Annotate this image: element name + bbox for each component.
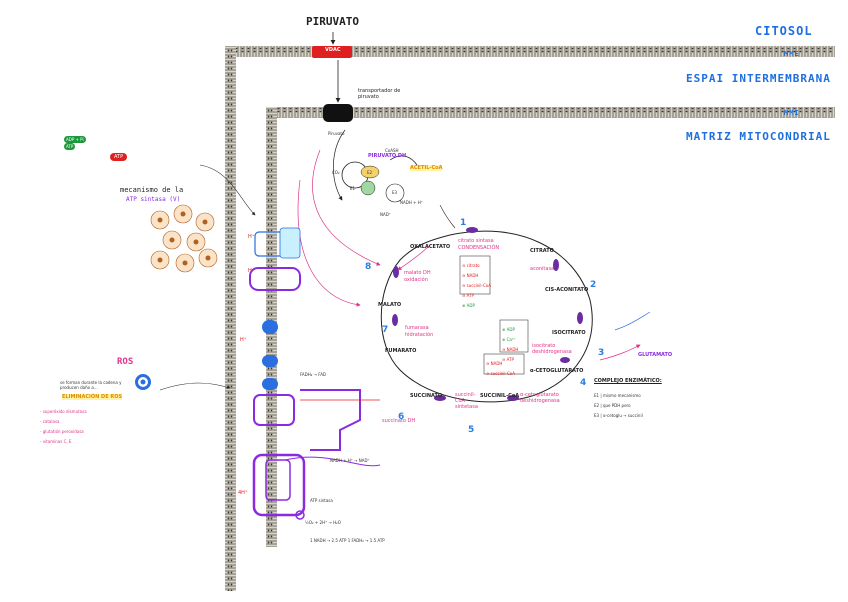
reg-item: ⊖ succinil-CoA: [486, 371, 515, 376]
complejo-line: E3 | α-cetoglu → succinil: [594, 413, 643, 418]
reg-item: ⊖ ATP: [502, 357, 514, 362]
step-2: 2: [590, 280, 597, 290]
isocitrate-dh-label: isocitrato deshidrogenasa: [532, 343, 572, 355]
mechanism-subtitle: ATP sintasa (V): [126, 196, 181, 203]
inner-membrane-horizontal: [266, 107, 835, 118]
ros-elimination-title: ELIMINACIÓN DE ROS: [62, 394, 123, 400]
reg-item: ⊖ succinil-CoA: [462, 283, 491, 288]
reg-item: ⊖ ATP: [462, 293, 474, 298]
transporter-label: transportador de piruvato: [358, 88, 401, 100]
isocitrate-label: ISOCITRATO: [552, 330, 586, 336]
h-plus-label-1: H⁺: [248, 234, 255, 240]
a-ketoglutarate-label: α-CETOGLUTARATO: [530, 368, 584, 374]
pyruvate-transporter: [323, 104, 353, 122]
ros-note: se forman durante la cadena y producen d…: [60, 380, 122, 390]
complejo-title: COMPLEJO ENZIMÁTICO:: [594, 378, 662, 384]
reg-item: ⊕ ADP: [462, 303, 475, 308]
atp-synthase-label: ATP sintasa: [310, 498, 333, 503]
hydration-label: hidratación: [405, 332, 434, 338]
outer-membrane-horizontal: [225, 46, 835, 57]
citrate-synthase-label: citrato sintasa: [458, 238, 494, 244]
condensation-label: CONDENSACIÓN: [458, 245, 500, 251]
pyruvate-title: PIRUVATO: [306, 15, 359, 28]
badge-adp: ADP + Pi: [64, 136, 86, 143]
o2-h2o-label: ½O₂ + 2H⁺ → H₂O: [305, 520, 341, 525]
co2-label: CO₂: [332, 170, 340, 175]
coash-label: CoASH: [385, 148, 399, 153]
step-6: 6: [398, 412, 405, 422]
nad-pdh-label: NAD⁺: [380, 212, 391, 217]
step-8: 8: [365, 262, 372, 272]
mme-tag: MME: [784, 50, 800, 58]
regulation-box-2: ⊕ ADP ⊕ Ca²⁺ ⊖ NADH ⊖ ATP: [502, 322, 518, 367]
malate-label: MALATO: [378, 302, 402, 308]
krebs-cycle-ring: [380, 230, 593, 403]
citrate-label: CITRATO: [530, 248, 554, 254]
atp-total-note: 1 NADH → 2.5 ATP 1 FADH₂ → 1.5 ATP: [310, 538, 385, 543]
malate-dh-label: malato DH: [404, 270, 431, 276]
nadh-pdh-label: NADH + H⁺: [400, 200, 423, 205]
glutamate-label: GLUTAMATO: [638, 352, 673, 358]
reg-item: ⊖ citrato: [462, 263, 480, 268]
pyruvate-matrix-label: Piruvato: [328, 131, 345, 136]
complex-I: [254, 227, 301, 259]
ros-item: - glutatión peroxidasa: [40, 429, 84, 434]
fumarase-label: fumarasa: [405, 325, 429, 331]
four-h-label: 4H⁺: [238, 490, 248, 496]
nadh-nad-label: NADH + H⁺ → NAD⁺: [330, 458, 370, 463]
atp-synthase-mechanism-diagram: [150, 204, 218, 273]
succinyl-synthase-label: succinil-CoA sintetasa: [455, 392, 478, 410]
complejo-line: E1 | mismo mecanismo: [594, 393, 641, 398]
badge-atp-red: ATP: [110, 153, 128, 161]
fadh-label: FADH₂ → FAD: [300, 372, 327, 377]
ros-elimination-list: - superóxido dismutasa - catalasa - glut…: [40, 404, 87, 449]
reg-item: ⊖ NADH: [462, 273, 479, 278]
reg-item: ⊕ ADP: [502, 327, 515, 332]
h-plus-label-3: H⁺: [240, 337, 247, 343]
outer-membrane-vertical: [225, 46, 236, 591]
ros-title: ROS: [117, 357, 134, 367]
reg-item: ⊕ Ca²⁺: [502, 337, 516, 342]
ros-item: - vitaminas C, E: [40, 439, 72, 444]
step-4: 4: [580, 378, 587, 388]
step-1: 1: [460, 218, 467, 228]
a-kg-dh-label: α-cetoglutarato deshidrogenasa: [520, 392, 560, 404]
step-5: 5: [468, 425, 475, 435]
ros-item: - superóxido dismutasa: [40, 409, 87, 414]
mmi-tag: MMI: [784, 109, 800, 117]
pdh-title: PIRUVATO DH: [368, 153, 407, 159]
step-3: 3: [598, 348, 605, 358]
h-plus-label-2: H⁺: [248, 268, 255, 274]
vdac-label: VDAC: [325, 47, 341, 53]
cytosol-label: CITOSOL: [755, 24, 813, 38]
reg-item: ⊖ NADH: [486, 361, 503, 366]
oxidation-label: oxidación: [404, 277, 428, 283]
regulation-box-1: ⊖ citrato ⊖ NADH ⊖ succinil-CoA ⊖ ATP ⊕ …: [462, 258, 491, 313]
fumarate-label: FUMARATO: [385, 348, 417, 354]
step-7: 7: [382, 325, 389, 335]
complejo-line: E2 | que PDH pero: [594, 403, 631, 408]
matrix-label: MATRIZ MITOCONDRIAL: [686, 130, 831, 143]
vdac-channel: [312, 46, 352, 58]
reg-item: ⊖ NADH: [502, 347, 519, 352]
succinyl-coa-label: SUCCINIL-CoA: [480, 393, 520, 399]
succinate-label: SUCCINATO: [410, 393, 443, 399]
intermembrane-label: ESPAI INTERMEMBRANA: [686, 72, 831, 85]
e3-label: E3: [392, 190, 398, 195]
cis-aconitate-label: CIS-ACONITATO: [545, 287, 589, 293]
e2-label: E2: [367, 170, 373, 175]
succinate-dh-label: succinato DH: [382, 418, 416, 424]
aconitase-label: aconitasa: [530, 266, 555, 272]
e1-label: E1: [350, 186, 356, 191]
regulation-box-3: ⊖ NADH ⊖ succinil-CoA: [486, 356, 515, 381]
complejo-lines: E1 | mismo mecanismo E2 | que PDH pero E…: [594, 388, 643, 423]
acetyl-coa-label: ACETIL-CoA: [410, 165, 443, 171]
oxaloacetate-label: OXALACETATO: [410, 244, 451, 250]
ros-item: - catalasa: [40, 419, 60, 424]
mechanism-title: mecanismo de la: [120, 186, 184, 194]
badge-atp-green: ATP: [64, 143, 76, 150]
